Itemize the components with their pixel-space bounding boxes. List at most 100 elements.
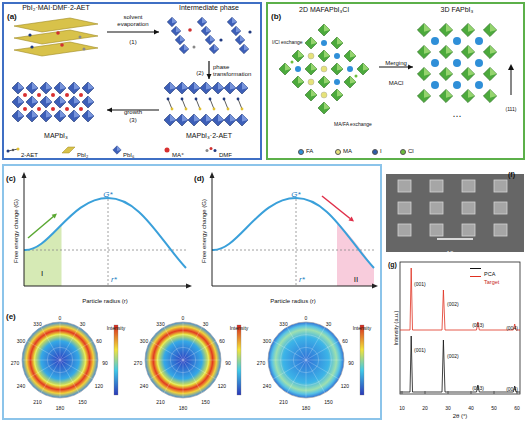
- legend-swatch: [372, 149, 378, 155]
- label-box: (002): [447, 344, 459, 362]
- label-box: 90: [225, 351, 231, 369]
- label-box: 240: [263, 374, 271, 392]
- legend-text: MA: [343, 148, 352, 154]
- connector-line: [379, 66, 413, 67]
- legend-text: DMF: [219, 152, 232, 158]
- label-box: 150: [201, 390, 209, 408]
- text-label: growth: [124, 109, 142, 116]
- peak-index: (004): [506, 325, 518, 331]
- structure-box: 2D MAFAPbI₃Cl: [270, 6, 378, 128]
- legend-text: FA: [306, 148, 313, 154]
- label-box: Intensity: [230, 316, 249, 334]
- label-box: 2θ (°): [453, 404, 468, 422]
- label-box: 90: [102, 351, 108, 369]
- text-label: G*: [103, 190, 112, 200]
- arrow-head: [107, 108, 112, 113]
- legend-text: Cl: [408, 148, 414, 154]
- arrow-head: [207, 74, 212, 79]
- label-box: 210: [279, 390, 287, 408]
- label-box: 30: [80, 312, 86, 330]
- angle-tick: 0: [59, 315, 62, 321]
- label-box: MA/FA exchange: [334, 112, 372, 130]
- text-label: I/Cl exchange: [272, 39, 303, 45]
- angle-tick: 300: [17, 338, 25, 344]
- scale-bar-label: 10 μm: [447, 250, 464, 257]
- text-label: G*: [291, 190, 300, 200]
- angle-tick: 30: [326, 321, 332, 327]
- label-box: (f): [508, 163, 515, 181]
- label-box: 50: [491, 396, 497, 414]
- panel-letter: (g): [388, 261, 397, 269]
- legend-item: DMF: [219, 146, 232, 164]
- label-box: growth: [124, 100, 142, 118]
- label-box: (004): [506, 377, 518, 395]
- structure-caption: Intermediate phase: [179, 4, 239, 12]
- legend-text: 2-AET: [21, 152, 38, 158]
- structure-box: MAPbI₃: [6, 80, 106, 140]
- angle-tick: 60: [342, 338, 348, 344]
- structure-caption: MAPbI₃·2-AET: [186, 132, 232, 140]
- panel-letter: (e): [6, 312, 16, 322]
- label-box: r*: [111, 268, 117, 286]
- label-box: Intensity: [353, 316, 372, 334]
- text-label: ⋯: [453, 111, 462, 122]
- legend-text: PbI₂: [77, 152, 88, 158]
- edge-label: (1): [128, 39, 137, 45]
- label-box: 30: [445, 396, 451, 414]
- label-box: Intensity: [107, 316, 126, 334]
- angle-tick: 270: [134, 360, 142, 366]
- label-box: (001): [414, 272, 426, 290]
- label-box: (e): [6, 305, 16, 323]
- label-box: 330: [33, 312, 41, 330]
- peak-index: (002): [447, 353, 459, 359]
- structure-box: PbI₂·MAI·DMF·2-AET: [6, 4, 106, 60]
- label-box: 240: [140, 374, 148, 392]
- angle-tick: 180: [179, 405, 187, 411]
- angle-tick: 330: [279, 321, 287, 327]
- text-label: MA/FA exchange: [334, 121, 372, 127]
- connector: [207, 61, 212, 79]
- label-box: 300: [140, 329, 148, 347]
- text-label: r*: [111, 275, 117, 285]
- legend-item: Target: [484, 273, 499, 291]
- connector: [107, 30, 159, 35]
- label-box: 60: [96, 329, 102, 347]
- label-box: G*: [291, 183, 300, 201]
- legend-text: PbI₆: [123, 152, 134, 158]
- label-box: (g): [388, 253, 397, 271]
- label-box: I/Cl exchange: [272, 30, 303, 48]
- label-box: 150: [324, 390, 332, 408]
- edge-label: (2): [195, 70, 204, 76]
- angle-tick: 0: [182, 315, 185, 321]
- text-label: phase transformation: [213, 64, 259, 78]
- structure-caption: 2D MAFAPbI₃Cl: [299, 6, 349, 14]
- angle-tick: 180: [302, 405, 310, 411]
- angle-tick: 150: [201, 399, 209, 405]
- label-box: 90: [348, 351, 354, 369]
- peak-index: (002): [447, 301, 459, 307]
- angle-tick: 150: [324, 399, 332, 405]
- label-box: MACl: [389, 71, 404, 89]
- text-label: II: [354, 275, 358, 285]
- label-box: 20: [422, 396, 428, 414]
- text-label: Free energy change (G): [13, 199, 20, 263]
- angle-tick: 270: [11, 360, 19, 366]
- label-box: (c): [6, 167, 16, 185]
- legend-text: PCA: [484, 271, 495, 277]
- label-box: (111): [506, 97, 517, 115]
- legend-item: I: [372, 142, 382, 160]
- label-box: 120: [341, 374, 349, 392]
- angle-tick: 60: [219, 338, 225, 344]
- label-box: 240: [17, 374, 25, 392]
- label-box: (003): [472, 376, 484, 394]
- label-box: solvent evaporation: [108, 12, 158, 30]
- label-box: (003): [472, 313, 484, 331]
- label-box: ⋯: [453, 105, 462, 123]
- legend-item: PbI₆: [123, 146, 134, 164]
- angle-tick: 210: [156, 399, 164, 405]
- label-box: 210: [33, 390, 41, 408]
- peak-index: (003): [472, 385, 484, 391]
- colorbar-title: Intensity: [107, 325, 126, 331]
- label-box: II: [354, 268, 358, 286]
- label-box: Particle radius (r): [82, 289, 128, 307]
